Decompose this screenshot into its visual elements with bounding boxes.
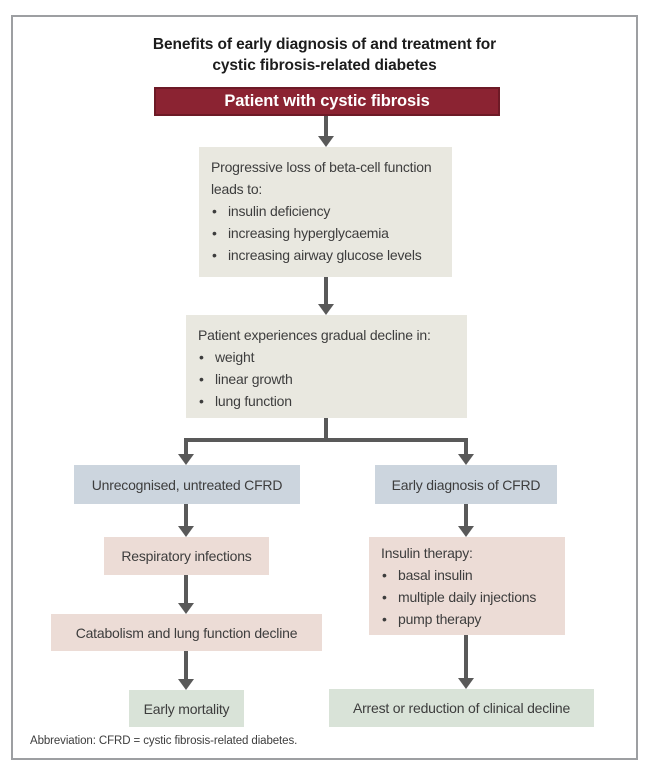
- bullet-item: increasing hyperglycaemia: [211, 222, 444, 244]
- arrow-down-icon: [458, 635, 474, 689]
- bullet-item: lung function: [198, 390, 459, 412]
- arrow-down-icon: [458, 438, 474, 465]
- node-patient-with-cystic-fibrosis: Patient with cystic fibrosis: [154, 87, 500, 116]
- node-early-mortality: Early mortality: [129, 690, 244, 727]
- node-respiratory-infections: Respiratory infections: [104, 537, 269, 575]
- arrow-down-icon: [178, 504, 194, 537]
- arrow-down-icon: [318, 116, 334, 147]
- node-beta-cell-loss: Progressive loss of beta-cell function l…: [199, 147, 452, 277]
- node-heading: Insulin therapy:: [381, 545, 473, 561]
- node-early-diagnosis-cfrd: Early diagnosis of CFRD: [375, 465, 557, 504]
- bullet-item: linear growth: [198, 368, 459, 390]
- figure-title-line-2: cystic fibrosis-related diabetes: [212, 57, 437, 74]
- arrow-down-icon: [458, 504, 474, 537]
- node-insulin-therapy: Insulin therapy: basal insulin multiple …: [369, 537, 565, 635]
- branch-connector-stem: [324, 418, 328, 442]
- node-catabolism-decline: Catabolism and lung function decline: [51, 614, 322, 651]
- bullet-item: pump therapy: [381, 608, 557, 630]
- bullet-item: increasing airway glucose levels: [211, 244, 444, 266]
- arrow-down-icon: [178, 575, 194, 614]
- bullet-list: insulin deficiency increasing hyperglyca…: [211, 200, 444, 266]
- bullet-item: insulin deficiency: [211, 200, 444, 222]
- arrow-down-icon: [178, 651, 194, 690]
- abbreviation-footnote: Abbreviation: CFRD = cystic fibrosis-rel…: [30, 735, 298, 747]
- arrow-down-icon: [318, 277, 334, 315]
- bullet-item: weight: [198, 346, 459, 368]
- node-untreated-cfrd: Unrecognised, untreated CFRD: [74, 465, 300, 504]
- bullet-list: weight linear growth lung function: [198, 346, 459, 412]
- node-gradual-decline: Patient experiences gradual decline in: …: [186, 315, 467, 418]
- branch-connector-bar: [184, 438, 468, 442]
- node-heading: Progressive loss of beta-cell function l…: [211, 159, 432, 197]
- node-label: Catabolism and lung function decline: [75, 624, 298, 641]
- node-label: Respiratory infections: [121, 548, 252, 564]
- node-label: Early mortality: [143, 700, 230, 717]
- figure-title: Benefits of early diagnosis of and treat…: [13, 34, 636, 76]
- node-label: Patient with cystic fibrosis: [224, 92, 430, 110]
- bullet-item: basal insulin: [381, 564, 557, 586]
- node-arrest-clinical-decline: Arrest or reduction of clinical decline: [329, 689, 594, 727]
- arrow-down-icon: [178, 438, 194, 465]
- node-label: Unrecognised, untreated CFRD: [91, 476, 283, 493]
- bullet-item: multiple daily injections: [381, 586, 557, 608]
- bullet-list: basal insulin multiple daily injections …: [381, 564, 557, 630]
- node-label: Early diagnosis of CFRD: [391, 476, 541, 493]
- figure-panel: Benefits of early diagnosis of and treat…: [11, 15, 638, 760]
- node-label: Arrest or reduction of clinical decline: [352, 700, 571, 716]
- figure-title-line-1: Benefits of early diagnosis of and treat…: [152, 36, 497, 53]
- node-heading: Patient experiences gradual decline in:: [198, 327, 431, 343]
